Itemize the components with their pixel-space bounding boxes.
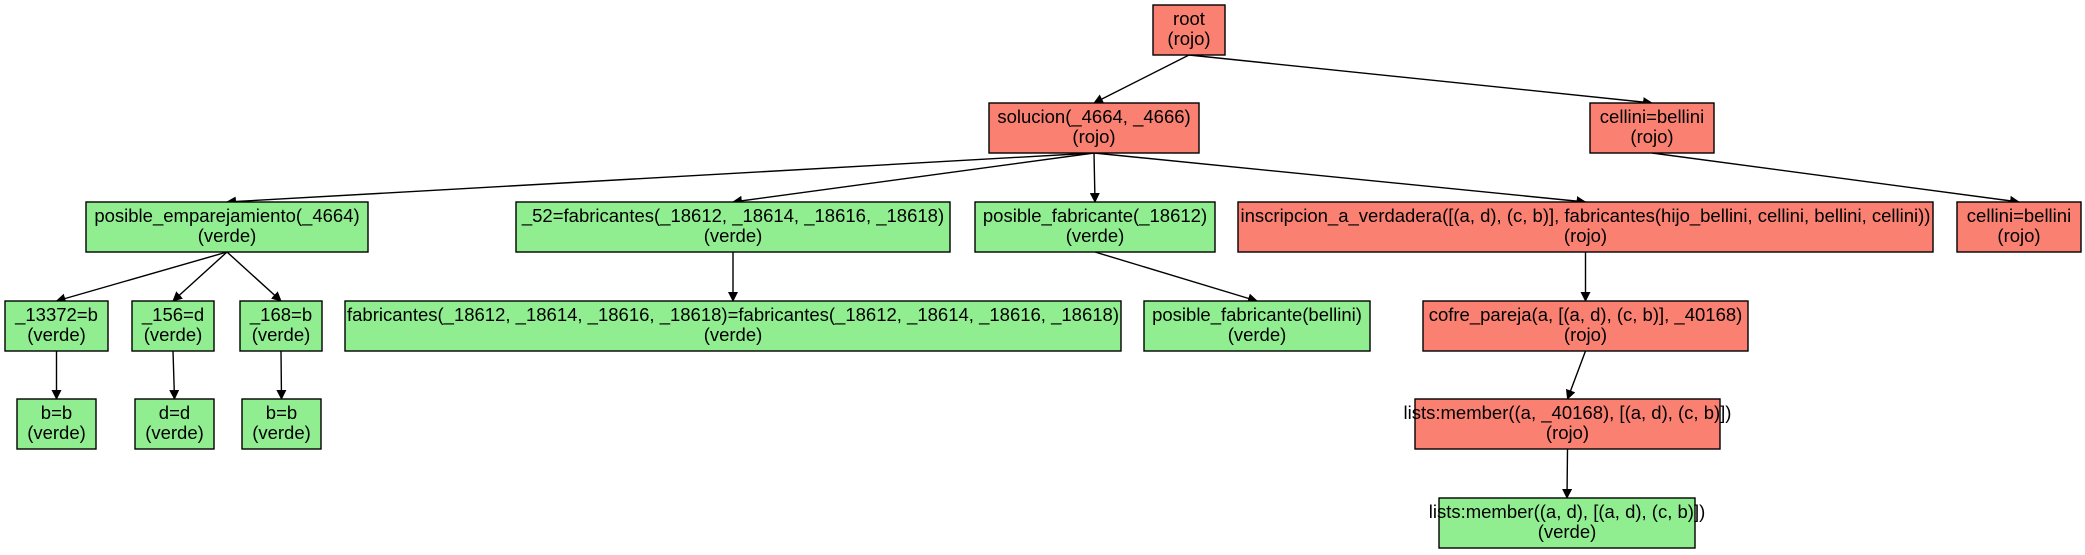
edge-solucion-to-fab52 [732, 152, 1095, 206]
node-label: _13372=b [14, 304, 98, 326]
node-box-verde [515, 201, 951, 253]
edge-n168-to-bb2 [276, 350, 287, 400]
node-box-verde [4, 300, 109, 352]
node-box-rojo [988, 102, 1200, 154]
tree-node-bb2: b=b(verde) [241, 398, 322, 450]
node-status-label: (verde) [144, 324, 203, 345]
edge-solucion-to-posible_emp [226, 152, 1095, 207]
node-box-verde [1438, 497, 1696, 549]
node-label: lists:member((a, _40168), [(a, d), (c, b… [1404, 402, 1732, 424]
node-box-verde [134, 398, 215, 450]
node-status-label: (verde) [27, 324, 86, 345]
node-status-label: (verde) [704, 225, 763, 246]
node-label: b=b [41, 402, 72, 423]
tree-node-n13372: _13372=b(verde) [4, 300, 109, 352]
node-label: root [1173, 8, 1205, 29]
node-status-label: (rojo) [1072, 126, 1115, 147]
tree-node-solucion: solucion(_4664, _4666)(rojo) [988, 102, 1200, 154]
tree-node-cofre: cofre_pareja(a, [(a, d), (c, b)], _40168… [1422, 300, 1749, 352]
node-status-label: (rojo) [1546, 422, 1589, 443]
node-box-rojo [1152, 4, 1226, 56]
tree-node-inscripcion: inscripcion_a_verdadera([(a, d), (c, b)]… [1237, 201, 1934, 253]
node-label: cellini=bellini [1600, 106, 1704, 127]
edge-n156-to-dd [169, 350, 180, 400]
edge-posible_fab-to-posible_bellini [1094, 251, 1258, 304]
node-box-verde [344, 300, 1122, 352]
node-label: d=d [159, 402, 190, 423]
node-label: b=b [266, 402, 297, 423]
node-status-label: (verde) [1538, 521, 1597, 542]
edge-posible_emp-to-n156 [172, 251, 228, 302]
edge-posible_emp-to-n13372 [55, 251, 228, 304]
node-box-verde [239, 300, 323, 352]
node-status-label: (verde) [1066, 225, 1125, 246]
tree-node-dd: d=d(verde) [134, 398, 215, 450]
tree-node-posible_fab: posible_fabricante(_18612)(verde) [974, 201, 1216, 253]
node-status-label: (verde) [252, 324, 311, 345]
node-status-label: (verde) [198, 225, 257, 246]
node-label: posible_fabricante(bellini) [1152, 304, 1362, 326]
node-label: posible_emparejamiento(_4664) [94, 205, 359, 227]
node-label: _168=b [249, 304, 312, 326]
node-label: solucion(_4664, _4666) [997, 106, 1190, 128]
node-box-rojo [1956, 201, 2082, 253]
node-box-rojo [1237, 201, 1934, 253]
node-label: posible_fabricante(_18612) [983, 205, 1207, 227]
node-status-label: (rojo) [1997, 225, 2040, 246]
node-label: _156=d [141, 304, 204, 326]
node-box-verde [1143, 300, 1371, 352]
node-status-label: (verde) [704, 324, 763, 345]
node-status-label: (rojo) [1564, 324, 1607, 345]
edge-root-to-cellini1 [1188, 54, 1653, 108]
tree-node-cellini1: cellini=bellini(rojo) [1589, 102, 1715, 154]
node-status-label: (rojo) [1167, 28, 1210, 49]
tree-node-bb1: b=b(verde) [16, 398, 97, 450]
node-status-label: (verde) [1228, 324, 1287, 345]
node-box-verde [16, 398, 97, 450]
edge-root-to-solucion [1093, 54, 1190, 104]
tree-node-root: root(rojo) [1152, 4, 1226, 56]
node-status-label: (rojo) [1564, 225, 1607, 246]
tree-node-fab52: _52=fabricantes(_18612, _18614, _18616, … [515, 201, 951, 253]
tree-node-n168: _168=b(verde) [239, 300, 323, 352]
node-status-label: (verde) [27, 422, 86, 443]
node-box-verde [131, 300, 215, 352]
tree-node-member1: lists:member((a, _40168), [(a, d), (c, b… [1404, 398, 1732, 450]
node-label: lists:member((a, d), [(a, d), (c, b)]) [1429, 501, 1706, 522]
tree-node-posible_bellini: posible_fabricante(bellini)(verde) [1143, 300, 1371, 352]
node-label: fabricantes(_18612, _18614, _18616, _186… [347, 304, 1119, 326]
edge-member1-to-member2 [1562, 448, 1573, 499]
tree-node-fabeq: fabricantes(_18612, _18614, _18616, _186… [344, 300, 1122, 352]
tree-node-n156: _156=d(verde) [131, 300, 215, 352]
node-label: _52=fabricantes(_18612, _18614, _18616, … [521, 205, 944, 227]
node-status-label: (verde) [145, 422, 204, 443]
node-box-rojo [1422, 300, 1749, 352]
edge-solucion-to-inscripcion [1093, 152, 1587, 207]
node-label: cellini=bellini [1967, 205, 2071, 226]
edge-solucion-to-posible_fab [1089, 152, 1100, 203]
node-box-verde [974, 201, 1216, 253]
edge-cellini1-to-cellini2 [1651, 152, 2020, 206]
node-box-rojo [1589, 102, 1715, 154]
tree-node-member2: lists:member((a, d), [(a, d), (c, b)])(v… [1429, 497, 1706, 549]
node-label: cofre_pareja(a, [(a, d), (c, b)], _40168… [1429, 304, 1743, 326]
node-label: inscripcion_a_verdadera([(a, d), (c, b)]… [1241, 205, 1931, 227]
tree-node-cellini2: cellini=bellini(rojo) [1956, 201, 2082, 253]
node-status-label: (rojo) [1630, 126, 1673, 147]
node-box-verde [241, 398, 322, 450]
edge-posible_emp-to-n168 [226, 251, 282, 302]
node-status-label: (verde) [252, 422, 311, 443]
tree-node-posible_emp: posible_emparejamiento(_4664)(verde) [85, 201, 369, 253]
edge-cofre-to-member1 [1565, 350, 1587, 400]
node-box-rojo [1414, 398, 1721, 450]
node-box-verde [85, 201, 369, 253]
